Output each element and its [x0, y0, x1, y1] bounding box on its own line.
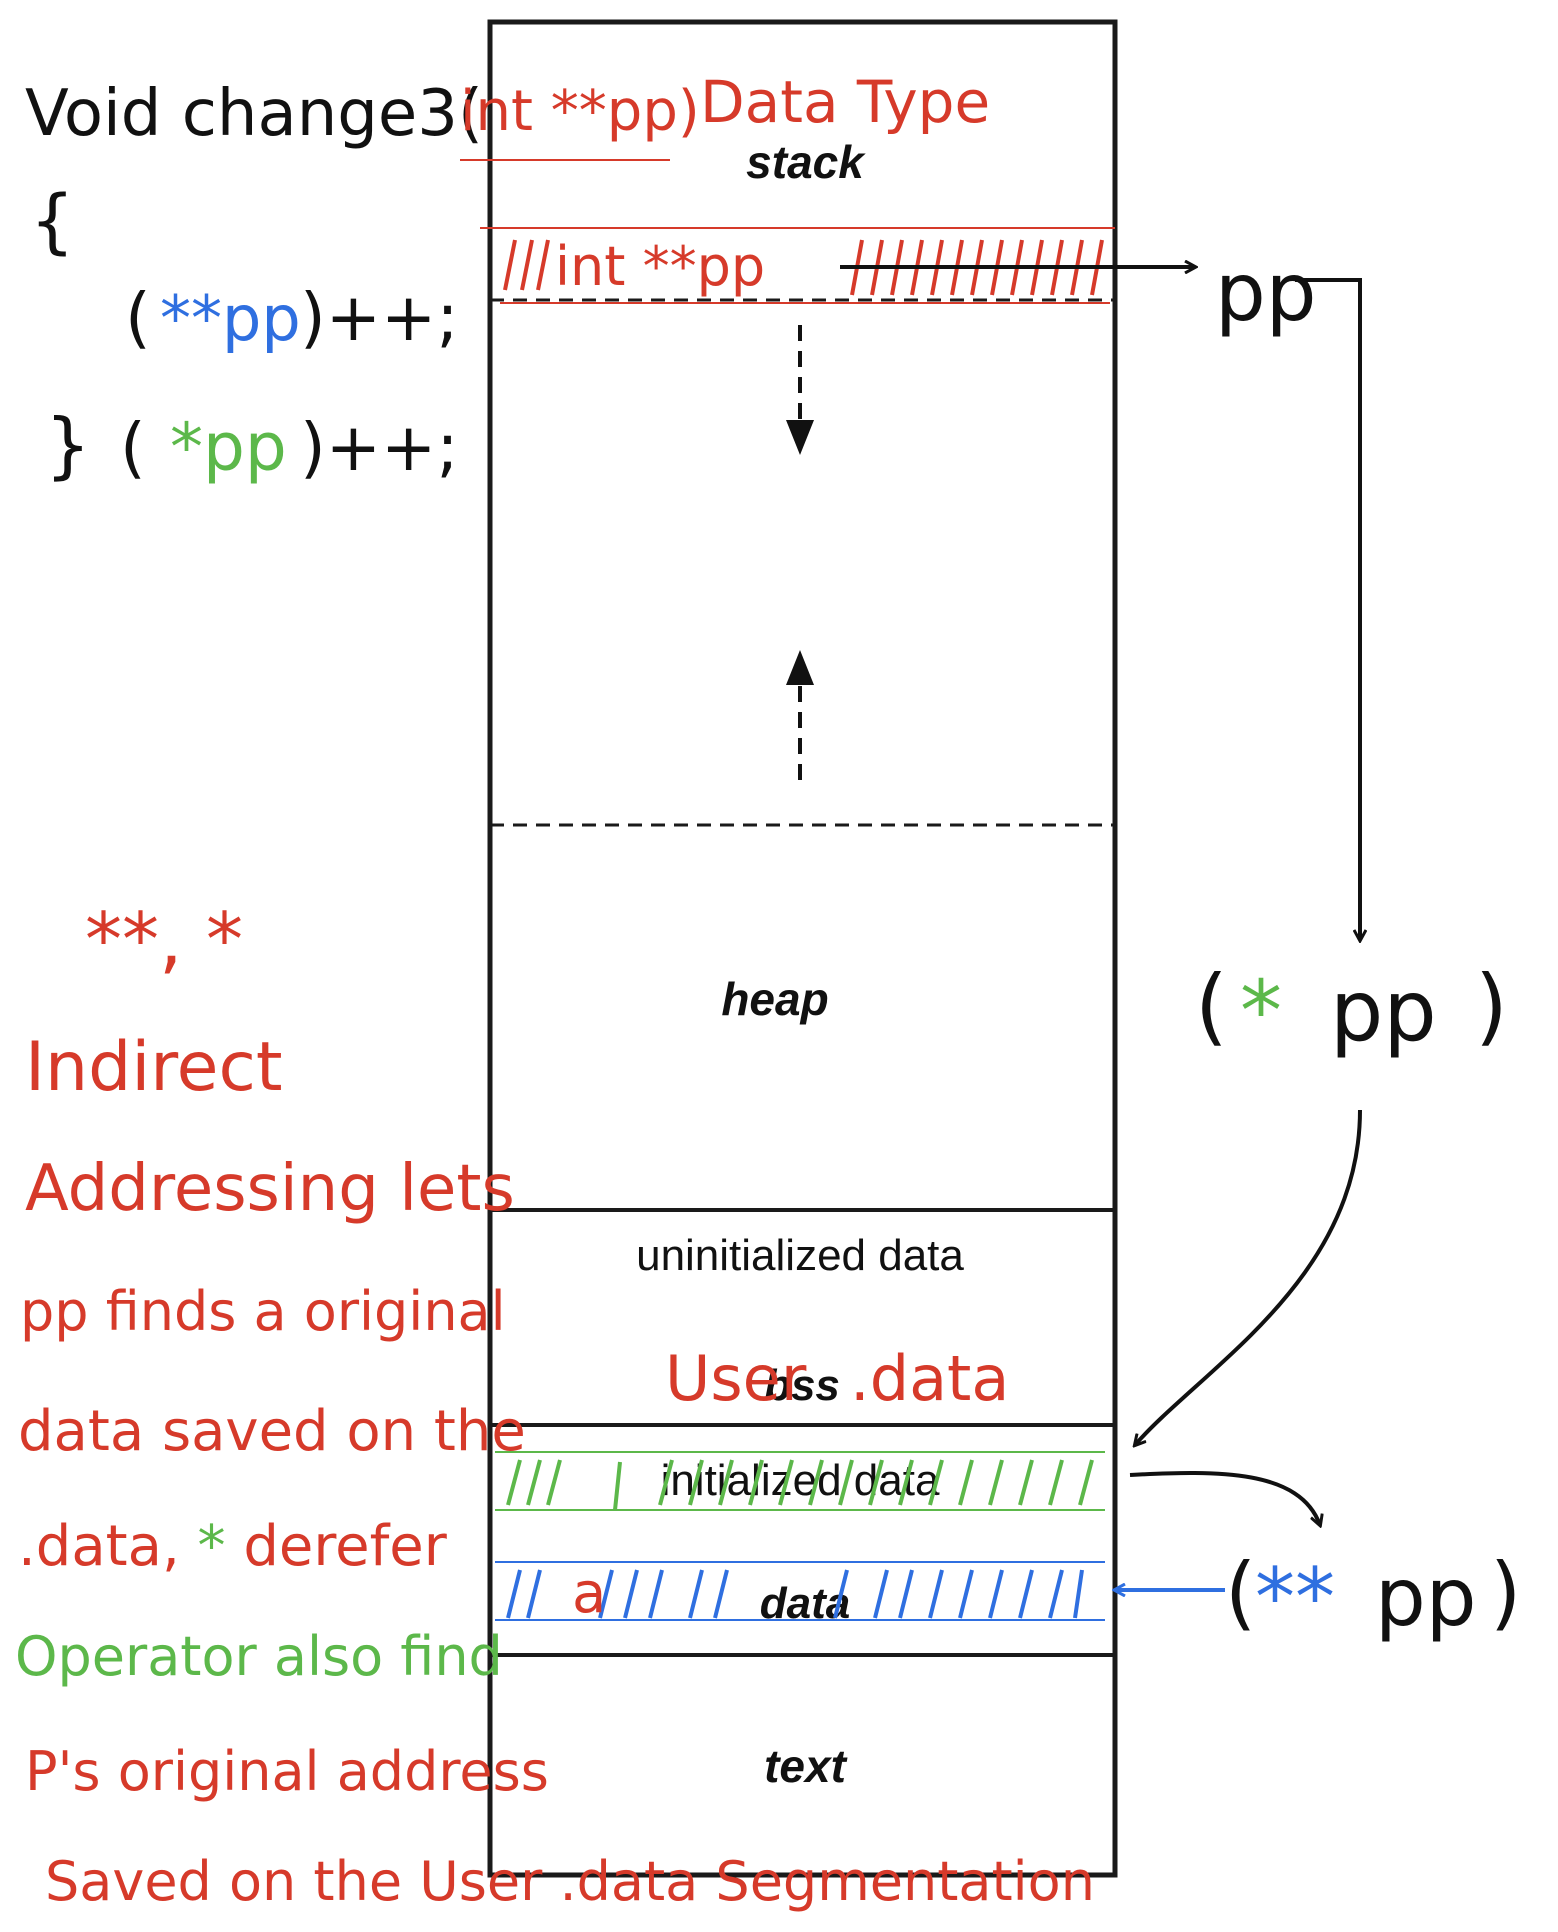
arrow-initialized-to-deref2 [1129, 1470, 1320, 1525]
note-line-5-b: derefer [226, 1514, 448, 1579]
memory-box: stack heap uninitialized data bss initia… [487, 19, 1118, 1878]
data-type-annotation: Data Type [700, 68, 990, 136]
note-line-8: Saved on the User .data Segmentation [45, 1850, 1095, 1913]
note-stars: **, * [85, 897, 243, 983]
segment-label-text: text [764, 1740, 847, 1792]
code-signature-prefix: Void change3( [25, 77, 483, 151]
code-signature-param: int **pp) [460, 79, 700, 144]
variable-a-label: a [572, 1561, 606, 1626]
deref1-open-paren: ( [1195, 957, 1228, 1055]
note-line-5-a: .data, [18, 1514, 198, 1579]
deref2-stars: ** [1255, 1551, 1335, 1644]
user-label: User [665, 1342, 807, 1415]
memory-box-outline [487, 19, 1118, 1878]
code-stmt1-ptr: **pp [160, 282, 301, 355]
stack-growth-arrowhead [786, 420, 814, 455]
note-line-6: Operator also find [15, 1625, 503, 1688]
pointer-chain: pp ( * pp ) ( ** pp ) [840, 246, 1521, 1644]
deref1-pp: pp [1330, 962, 1437, 1060]
code-stmt2-close: )++; [300, 409, 459, 486]
code-stmt2-open: ( [120, 409, 146, 486]
code-close-brace: } [45, 403, 91, 487]
pp-label: pp [1215, 246, 1317, 339]
deref1-close-paren: ) [1475, 957, 1508, 1055]
data-band: a [495, 1561, 1105, 1626]
code-stmt1-close: )++; [300, 279, 459, 356]
code-snippet: Void change3( int **pp) Data Type { ( **… [25, 68, 990, 487]
initialized-data-band [495, 1451, 1105, 1511]
note-line-4: data saved on the [18, 1399, 526, 1464]
deref2-close-paren: ) [1490, 1546, 1521, 1639]
deref2-open-paren: ( [1225, 1546, 1256, 1639]
note-line-2: Addressing lets [25, 1152, 515, 1226]
green-band-hatching [506, 1459, 1094, 1511]
segment-label-initialized: initialized data [661, 1456, 940, 1505]
note-line-1: Indirect [25, 1028, 283, 1107]
user-data-suffix: .data [850, 1342, 1009, 1415]
note-line-5-star: * [198, 1514, 226, 1579]
segment-label-stack: stack [746, 136, 866, 188]
note-line-5: .data, * derefer [18, 1514, 448, 1579]
deref2-pp: pp [1375, 1551, 1477, 1644]
deref1-star: * [1240, 962, 1282, 1060]
segment-label-bss: bss [764, 1361, 840, 1410]
code-open-brace: { [30, 180, 75, 262]
arrow-deref1-to-initialized [1135, 1109, 1362, 1445]
note-line-7: P's original address [25, 1740, 549, 1803]
stack-variable-label: int **pp [555, 235, 765, 298]
stack-variable-band: int **pp [480, 227, 1115, 304]
blue-band-hatching [506, 1569, 1084, 1619]
segment-label-uninitialized: uninitialized data [636, 1231, 964, 1280]
code-stmt2-ptr: *pp [170, 409, 287, 486]
note-line-3: pp finds a original [20, 1280, 506, 1343]
arrow-pp-to-deref1 [1295, 278, 1360, 940]
heap-growth-arrowhead [786, 650, 814, 685]
explanation-notes: **, * Indirect Addressing lets pp finds … [15, 897, 1095, 1913]
segment-label-heap: heap [721, 973, 828, 1025]
code-stmt1-open: ( [125, 279, 151, 356]
